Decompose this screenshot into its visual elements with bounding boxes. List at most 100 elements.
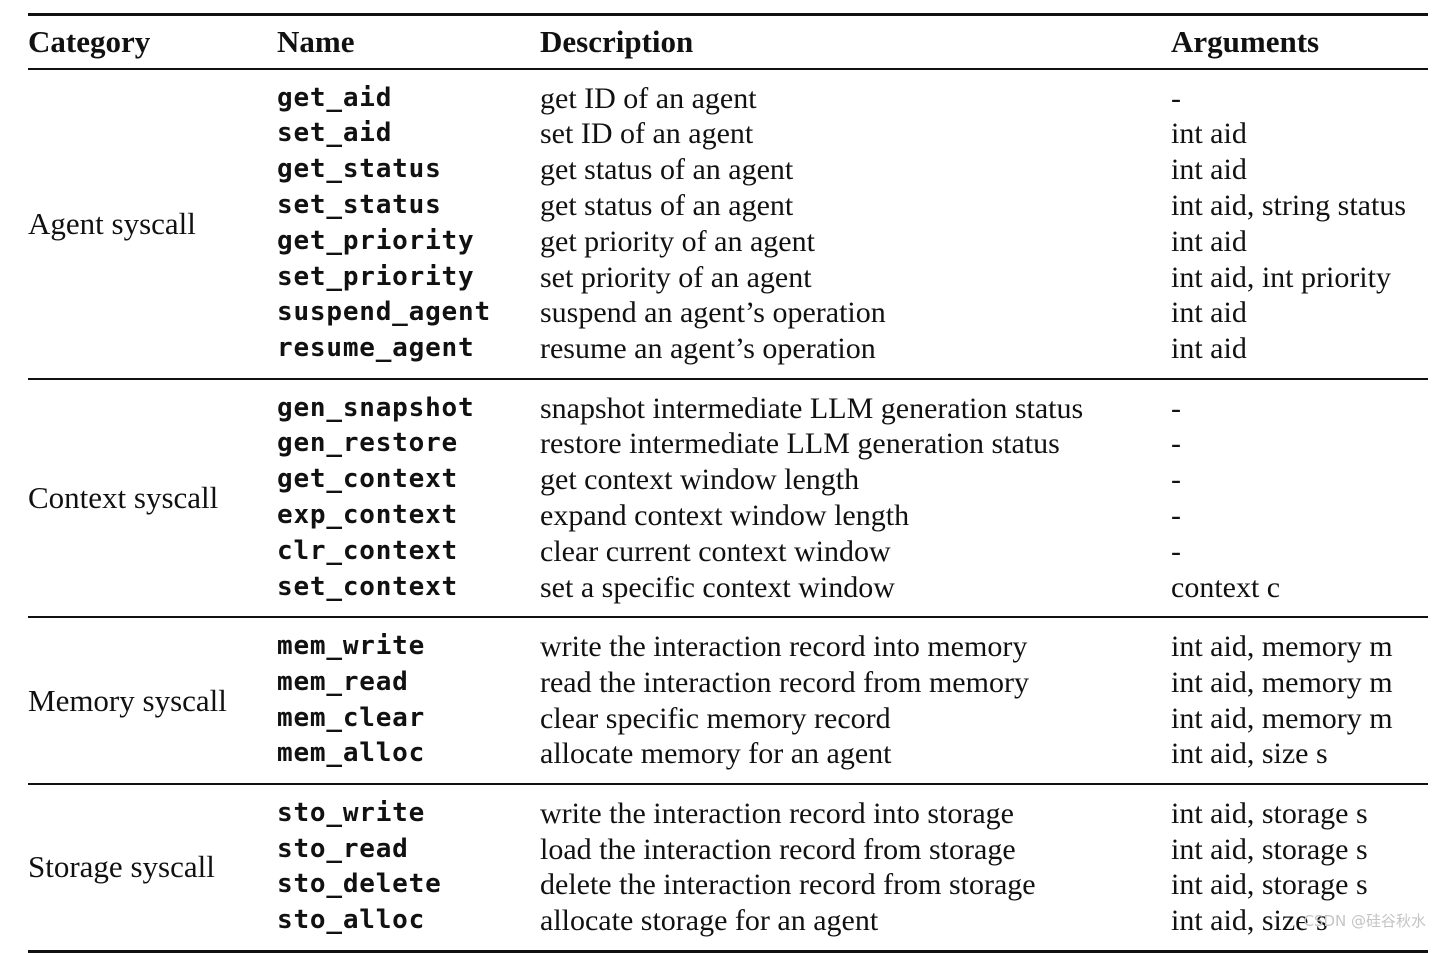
table-row: get_priority get priority of an agent int … — [28, 224, 1428, 260]
syscall-arguments: int aid — [1171, 117, 1247, 151]
group-rows: get_aid get ID of an agent - set_aid set ID … — [28, 70, 1428, 367]
syscall-name: sto_read — [277, 833, 409, 864]
syscall-description: snapshot intermediate LLM generation sta… — [540, 391, 1084, 425]
syscall-description: load the interaction record from storage — [540, 832, 1016, 866]
syscall-description: get ID of an agent — [540, 81, 757, 115]
table-row: resume_agent resume an agent’s operation i… — [28, 331, 1428, 367]
syscall-name: set_context — [277, 571, 458, 602]
group-category: Context syscall — [28, 479, 219, 515]
syscall-arguments: int aid, memory m — [1171, 629, 1393, 663]
syscall-description: write the interaction record into storag… — [540, 796, 1014, 830]
syscall-description: set ID of an agent — [540, 117, 754, 151]
syscall-arguments: int aid, string status — [1171, 188, 1406, 222]
syscall-description: clear specific memory record — [540, 701, 891, 735]
syscall-name: get_aid — [277, 82, 393, 113]
syscall-name: gen_restore — [277, 428, 458, 459]
header-category: Category — [28, 24, 151, 59]
table-row: get_aid get ID of an agent - — [28, 81, 1428, 117]
syscall-name: gen_snapshot — [277, 392, 475, 423]
syscall-description: delete the interaction record from stora… — [540, 868, 1036, 902]
syscall-description: get priority of an agent — [540, 224, 815, 258]
syscall-name: mem_alloc — [277, 738, 426, 769]
table-row: sto_delete delete the interaction record … — [28, 867, 1428, 903]
table-row: set_aid set ID of an agent int aid — [28, 116, 1428, 152]
syscall-name: mem_clear — [277, 702, 426, 733]
syscall-name: sto_delete — [277, 869, 442, 900]
table-row: gen_restore restore intermediate LLM gene… — [28, 426, 1428, 462]
syscall-arguments: - — [1171, 534, 1181, 568]
syscall-description: expand context window length — [540, 498, 910, 532]
group-rows: gen_snapshot snapshot intermediate LLM ge… — [28, 380, 1428, 606]
syscall-arguments: int aid, memory m — [1171, 665, 1393, 699]
group-separator-rule — [28, 377, 1428, 380]
group-category: Storage syscall — [28, 849, 215, 885]
syscall-description: suspend an agent’s operation — [540, 296, 886, 330]
syscall-name: mem_read — [277, 666, 409, 697]
syscall-description: get status of an agent — [540, 188, 794, 222]
syscall-arguments: - — [1171, 498, 1181, 532]
syscall-name: get_priority — [277, 225, 475, 256]
syscall-name: mem_write — [277, 630, 426, 661]
syscall-name: set_aid — [277, 118, 393, 149]
group-separator-rule — [28, 783, 1428, 785]
syscall-name: set_status — [277, 189, 442, 220]
syscall-description: resume an agent’s operation — [540, 332, 876, 366]
syscall-name: exp_context — [277, 499, 458, 530]
syscall-arguments: int aid — [1171, 153, 1247, 187]
syscall-description: set a specific context window — [540, 570, 895, 604]
syscall-name: resume_agent — [277, 333, 475, 364]
syscall-arguments: int aid, size s — [1171, 737, 1328, 771]
syscall-arguments: int aid — [1171, 296, 1247, 330]
syscall-description: clear current context window — [540, 534, 891, 568]
header-arguments: Arguments — [1171, 24, 1320, 59]
syscall-arguments: - — [1171, 391, 1181, 425]
syscall-description: allocate storage for an agent — [540, 904, 879, 938]
syscall-arguments: int aid — [1171, 332, 1247, 366]
table-row: mem_read read the interaction record from… — [28, 665, 1428, 701]
syscall-name: clr_context — [277, 535, 458, 566]
table-row: gen_snapshot snapshot intermediate LLM ge… — [28, 391, 1428, 427]
table-row: set_context set a specific context window… — [28, 570, 1428, 606]
syscall-arguments: int aid — [1171, 224, 1247, 258]
table-bottom-rule — [28, 949, 1428, 953]
syscall-arguments: - — [1171, 81, 1181, 115]
table-row: sto_read load the interaction record from… — [28, 832, 1428, 868]
syscall-arguments: int aid, size s — [1171, 904, 1328, 938]
syscall-table: Category Name Description Arguments Agen… — [28, 13, 1428, 953]
table-top-rule — [28, 13, 1428, 16]
header-description: Description — [540, 24, 694, 59]
syscall-name: sto_alloc — [277, 905, 426, 936]
table-row: clr_context clear current context window - — [28, 534, 1428, 570]
table-header-row: Category Name Description Arguments — [28, 16, 1428, 68]
header-name: Name — [277, 24, 355, 59]
syscall-description: read the interaction record from memory — [540, 665, 1029, 699]
syscall-arguments: int aid, memory m — [1171, 701, 1393, 735]
syscall-name: set_priority — [277, 261, 475, 292]
group-category: Memory syscall — [28, 682, 227, 718]
group-category: Agent syscall — [28, 205, 196, 241]
syscall-description: set priority of an agent — [540, 260, 812, 294]
table-row: get_context get context window length - — [28, 462, 1428, 498]
syscall-name: get_context — [277, 464, 458, 495]
syscall-description: get context window length — [540, 463, 860, 497]
syscall-arguments: - — [1171, 427, 1181, 461]
syscall-arguments: int aid, storage s — [1171, 868, 1368, 902]
syscall-description: get status of an agent — [540, 153, 794, 187]
syscall-description: restore intermediate LLM generation stat… — [540, 427, 1060, 461]
table-row: exp_context expand context window length - — [28, 498, 1428, 534]
table-row: mem_clear clear specific memory record int… — [28, 701, 1428, 737]
syscall-arguments: int aid, storage s — [1171, 832, 1368, 866]
syscall-arguments: - — [1171, 463, 1181, 497]
table-row: set_status get status of an agent int aid,… — [28, 188, 1428, 224]
table-group: Context syscall gen_snapshot snapshot inte… — [28, 380, 1428, 617]
syscall-name: suspend_agent — [277, 297, 491, 328]
